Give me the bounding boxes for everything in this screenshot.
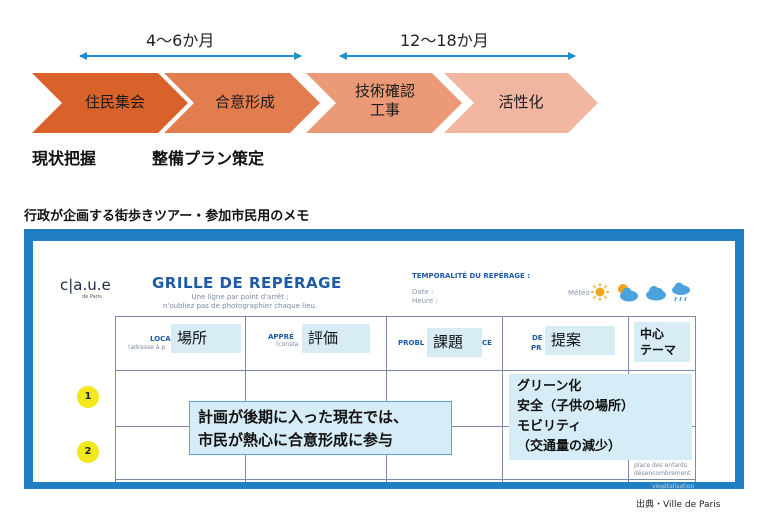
worksheet-frame-left xyxy=(24,229,33,489)
worksheet-frame-top xyxy=(24,229,744,241)
row-number-2: 2 xyxy=(77,441,99,463)
step-chevron-4 xyxy=(444,73,598,133)
grid-hline-top xyxy=(115,316,695,317)
cell-snippet-3: végétalisation xyxy=(652,483,695,490)
fr-header-appreciation: APPRÉ xyxy=(268,333,294,341)
sun-icon xyxy=(591,283,609,301)
step-label-2: 合意形成 xyxy=(214,93,275,111)
worksheet-frame-bottom xyxy=(24,482,744,489)
proposal-item: （交通量の減少） xyxy=(517,439,622,454)
memo-title: 行政が企画する街歩きツアー・参加市民用のメモ xyxy=(24,209,310,224)
grid-vline-2 xyxy=(245,316,246,482)
timeline-diagram xyxy=(32,52,598,133)
cell-snippet-2: désencombrement xyxy=(634,470,691,477)
grid-hline-row2 xyxy=(115,479,695,480)
step-label-3: 技術確認 工事 xyxy=(354,82,415,119)
proposal-item: グリーン化 xyxy=(517,379,582,394)
step-chevron-1 xyxy=(32,73,188,133)
date-label: Date : xyxy=(412,288,434,296)
fr-header-problem: PROBL xyxy=(398,339,425,347)
fr-header-location: LOCA xyxy=(150,335,171,343)
grille-subtitle-2: n'oubliez pas de photographier chaque li… xyxy=(162,302,318,310)
worksheet-frame-right xyxy=(735,229,744,489)
grid-vline-6 xyxy=(695,316,696,482)
source-credit: 出典・Ville de Paris xyxy=(636,500,721,510)
proposal-item: 安全（子供の場所） xyxy=(517,399,635,414)
proposal-item: モビリティ xyxy=(517,419,582,434)
row-number-1: 1 xyxy=(77,386,99,408)
fr-header-proposal: DE xyxy=(532,334,543,342)
partly-cloudy-icon xyxy=(618,284,638,302)
caue-logo-sub: de Paris xyxy=(82,294,102,300)
fr-hint-location: (adresse à p xyxy=(128,344,166,351)
column-tag-central-theme: 中心 テーマ xyxy=(634,322,690,362)
duration-label-1: 4〜6か月 xyxy=(146,31,215,50)
grid-vline-1 xyxy=(115,316,116,482)
fr-header-problem-tail: CE xyxy=(482,339,492,347)
step-label-4: 活性化 xyxy=(498,93,544,111)
heure-label: Heure : xyxy=(412,297,438,305)
grid-vline-3 xyxy=(386,316,387,482)
step-chevron-2 xyxy=(164,73,320,133)
column-tag-issues: 課題 xyxy=(427,328,482,357)
grille-title: GRILLE DE REPÉRAGE xyxy=(152,274,342,292)
fr-hint-appreciation: (consta xyxy=(276,341,299,348)
cell-snippet-1: place des enfants xyxy=(634,462,688,469)
column-tag-evaluation: 評価 xyxy=(302,324,370,353)
temporalite-label: TEMPORALITÉ DU REPÉRAGE : xyxy=(412,272,531,280)
grid-vline-4 xyxy=(502,316,503,482)
phase-label-1: 現状把握 xyxy=(32,149,97,168)
cloud-icon xyxy=(646,286,666,301)
note-callout: 計画が後期に入った現在では、 市民が熱心に合意形成に参与 xyxy=(189,401,452,455)
column-tag-proposals: 提案 xyxy=(545,326,615,355)
step-label-1: 住民集会 xyxy=(84,93,145,111)
grille-subtitle-1: Une ligne par point d'arrêt ; xyxy=(191,293,289,301)
step-chevron-3 xyxy=(306,73,462,133)
fr-hint-proposal: PR xyxy=(531,344,542,352)
grid-hline-header xyxy=(115,370,695,371)
duration-label-2: 12〜18か月 xyxy=(400,31,489,50)
proposals-callout: グリーン化 安全（子供の場所） モビリティ （交通量の減少） xyxy=(509,374,692,460)
phase-label-2: 整備プラン策定 xyxy=(152,149,265,168)
rain-icon xyxy=(672,282,690,302)
caue-logo: c|a.u.e xyxy=(60,276,111,294)
column-tag-location: 場所 xyxy=(171,324,241,353)
meteo-label: Météo xyxy=(568,289,590,297)
